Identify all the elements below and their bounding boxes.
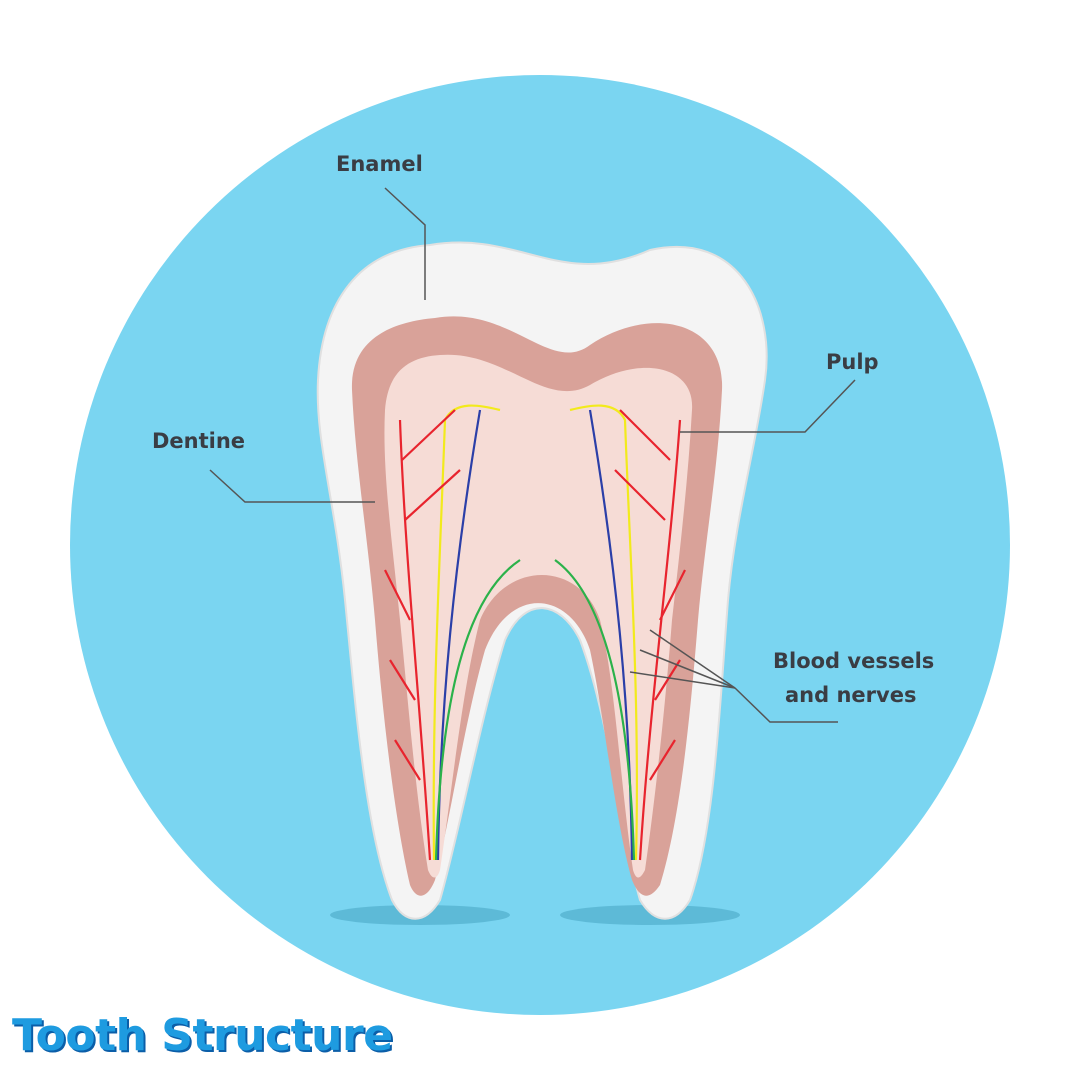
label-enamel: Enamel — [336, 152, 423, 176]
label-blood-vessels: Blood vessels — [773, 649, 935, 673]
diagram-title: Tooth Structure — [12, 1010, 393, 1061]
blood-vessels-and-nerves — [384, 404, 686, 861]
label-pulp: Pulp — [826, 350, 879, 374]
label-and-nerves: and nerves — [785, 683, 917, 707]
pulp — [384, 354, 693, 878]
label-dentine: Dentine — [152, 429, 246, 453]
